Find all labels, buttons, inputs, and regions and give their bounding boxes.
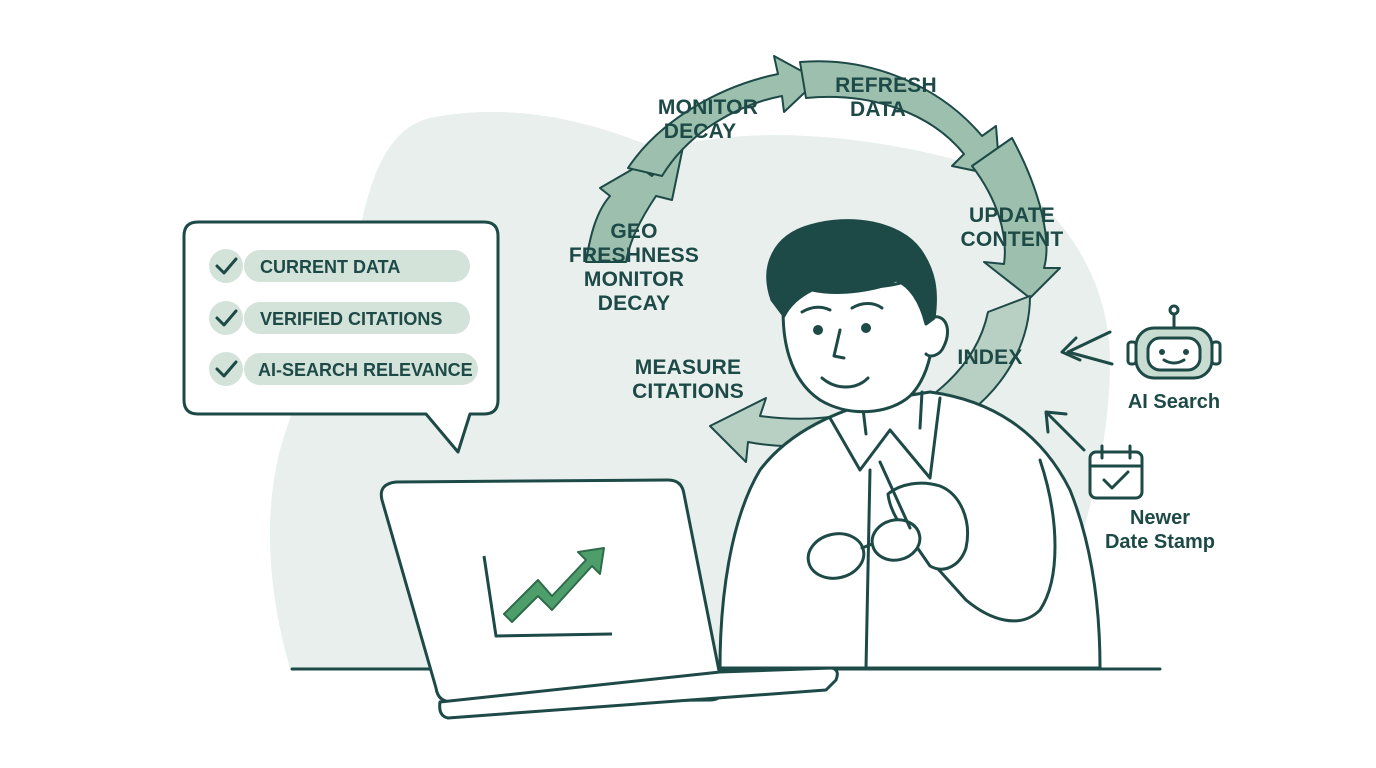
- check-circle-3: [209, 352, 243, 386]
- eye-left: [813, 325, 823, 335]
- cycle-label-update-1: UPDATE: [969, 204, 1055, 227]
- glasses-bridge: [860, 542, 874, 550]
- laptop-base: [438, 666, 839, 720]
- arrow-icon: [1046, 412, 1086, 452]
- center-label-monitor: MONITOR: [584, 268, 684, 291]
- cycle-label-monitor-1: MONITOR: [658, 96, 758, 119]
- eyebrow-right: [850, 302, 884, 310]
- cycle-label-update-2: CONTENT: [961, 228, 1064, 251]
- center-label-freshness: FRESHNESS: [569, 244, 699, 267]
- cycle-label-refresh-1: REFRESH: [835, 74, 937, 97]
- smile: [820, 376, 870, 389]
- trend-up-icon: [503, 547, 605, 623]
- center-label-geo: GEO: [610, 220, 657, 243]
- screen-chart-axes: [482, 555, 613, 638]
- laptop-screen: [379, 478, 724, 704]
- cycle-label-monitor-2: DECAY: [664, 120, 737, 143]
- checklist-item-label: VERIFIED CITATIONS: [260, 309, 442, 329]
- check-circle-1: [209, 249, 243, 283]
- check-pill-2: [244, 302, 470, 334]
- collar: [828, 396, 942, 480]
- nose: [832, 328, 846, 360]
- inbound-arrows: [1044, 330, 1114, 452]
- checklist-item-label: CURRENT DATA: [260, 257, 400, 277]
- hair: [766, 219, 937, 326]
- person: [718, 219, 1102, 670]
- arrow-icon: [1066, 350, 1114, 366]
- check-pill-3: [244, 353, 478, 385]
- checklist-bubble: CURRENT DATA VERIFIED CITATIONS AI-SEARC…: [182, 220, 500, 454]
- cycle-label-index: INDEX: [957, 346, 1022, 369]
- check-icon: [215, 360, 238, 378]
- arrow-icon: [1060, 336, 1082, 362]
- check-pill-1: [244, 250, 470, 282]
- shirt-placket: [864, 468, 872, 670]
- laptop: [379, 478, 839, 720]
- arrow-icon: [1044, 410, 1068, 434]
- glasses-lens-left: [806, 532, 866, 580]
- ai-search-label: AI Search: [1128, 391, 1220, 413]
- robot-icon: [1126, 304, 1222, 380]
- center-label-decay: DECAY: [598, 292, 671, 315]
- glasses-temple: [878, 460, 912, 530]
- date-stamp-label-2: Date Stamp: [1105, 531, 1215, 553]
- eye-right: [861, 323, 871, 333]
- arm: [928, 458, 1057, 623]
- check-icon: [215, 257, 238, 275]
- checklist-item-label: AI-SEARCH RELEVANCE: [258, 360, 473, 380]
- ear: [924, 315, 949, 358]
- cycle-label-measure-1: MEASURE: [635, 356, 741, 379]
- date-stamp-label-1: Newer: [1130, 507, 1190, 529]
- eyebrow-left: [800, 305, 832, 314]
- check-circle-2: [209, 301, 243, 335]
- cycle-label-refresh-2: DATA: [850, 98, 906, 121]
- cycle-label-measure-2: CITATIONS: [632, 380, 744, 403]
- check-icon: [215, 309, 238, 327]
- calendar-check-icon: [1088, 444, 1144, 500]
- arrow-icon: [1066, 330, 1112, 354]
